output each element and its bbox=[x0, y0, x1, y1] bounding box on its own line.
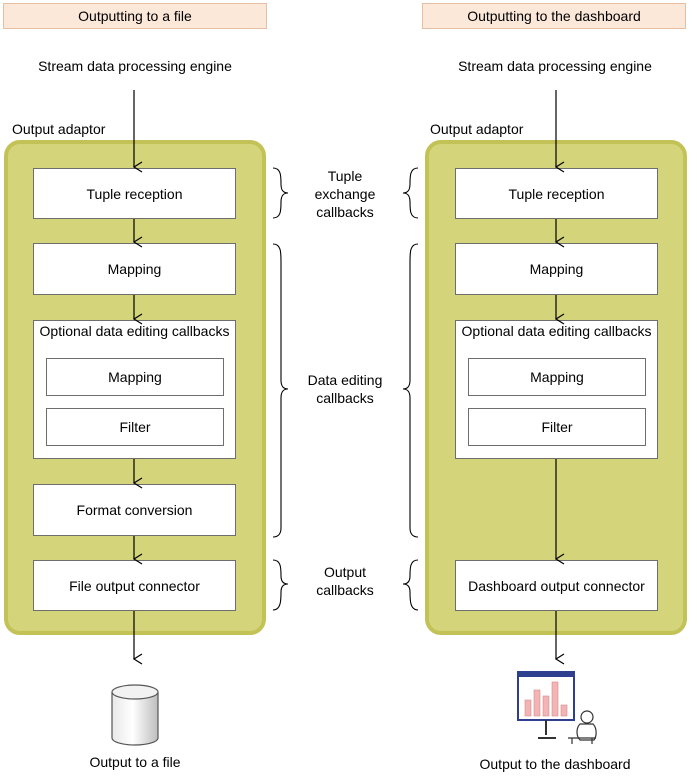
brace-tuple-right bbox=[402, 167, 419, 219]
right-tuple-reception: Tuple reception bbox=[455, 168, 658, 219]
right-optional-filter-label: Filter bbox=[541, 419, 573, 435]
left-mapping: Mapping bbox=[33, 243, 236, 295]
right-engine-label: Stream data processing engine bbox=[458, 58, 652, 74]
left-tuple-reception: Tuple reception bbox=[33, 168, 236, 219]
brace-output-right bbox=[402, 559, 419, 611]
left-optional-title-label: Optional data editing callbacks bbox=[39, 323, 230, 339]
right-mapping: Mapping bbox=[455, 243, 658, 295]
header-right-label: Outputting to the dashboard bbox=[467, 8, 641, 24]
left-tuple-reception-label: Tuple reception bbox=[86, 185, 183, 202]
left-adaptor-label: Output adaptor bbox=[12, 121, 106, 137]
right-optional-title-label: Optional data editing callbacks bbox=[461, 323, 652, 339]
dashboard-user-icon bbox=[517, 671, 597, 744]
right-tuple-reception-label: Tuple reception bbox=[508, 185, 605, 202]
left-optional-filter: Filter bbox=[46, 408, 224, 446]
left-optional-title: Optional data editing callbacks bbox=[34, 323, 235, 340]
right-optional-mapping-label: Mapping bbox=[530, 369, 584, 385]
brace-tuple-left bbox=[272, 167, 289, 219]
output-callbacks-label: Output callbacks bbox=[316, 564, 374, 598]
data-editing-callbacks-label: Data editing callbacks bbox=[307, 372, 383, 406]
right-output-label: Output to the dashboard bbox=[479, 756, 631, 772]
left-file-output-connector: File output connector bbox=[33, 560, 236, 611]
left-format-conversion: Format conversion bbox=[33, 484, 236, 536]
left-optional-mapping: Mapping bbox=[46, 358, 224, 396]
right-connector-label: Dashboard output connector bbox=[468, 577, 645, 594]
brace-data-right bbox=[402, 243, 419, 538]
right-optional-filter: Filter bbox=[468, 408, 646, 446]
left-connector-label: File output connector bbox=[69, 577, 200, 594]
database-icon bbox=[111, 684, 159, 746]
right-optional-mapping: Mapping bbox=[468, 358, 646, 396]
tuple-exchange-callbacks-label: Tuple exchange callbacks bbox=[314, 168, 376, 220]
header-left-label: Outputting to a file bbox=[78, 8, 192, 24]
brace-data-left bbox=[272, 243, 289, 538]
left-mapping-label: Mapping bbox=[107, 261, 162, 277]
header-left: Outputting to a file bbox=[3, 3, 267, 29]
left-format-conversion-label: Format conversion bbox=[76, 502, 193, 518]
left-optional-filter-label: Filter bbox=[119, 419, 151, 435]
right-mapping-label: Mapping bbox=[529, 261, 584, 277]
brace-output-left bbox=[272, 559, 289, 611]
header-right: Outputting to the dashboard bbox=[422, 3, 686, 29]
right-adaptor-label: Output adaptor bbox=[430, 121, 524, 137]
right-optional-title: Optional data editing callbacks bbox=[456, 323, 657, 340]
right-dashboard-output-connector: Dashboard output connector bbox=[455, 560, 658, 611]
left-output-label: Output to a file bbox=[89, 754, 181, 770]
left-engine-label: Stream data processing engine bbox=[38, 58, 232, 74]
left-optional-mapping-label: Mapping bbox=[108, 369, 162, 385]
